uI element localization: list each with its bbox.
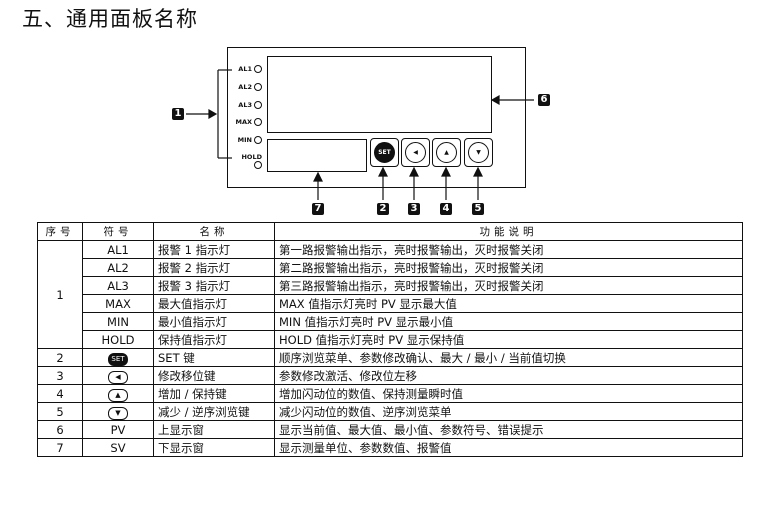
set-key-icon: SET — [374, 142, 395, 163]
row-name: 修改移位键 — [153, 366, 275, 385]
row-name: 下显示窗 — [153, 438, 275, 457]
row-no: 5 — [37, 402, 83, 421]
instrument-panel — [227, 47, 526, 188]
row-desc: 显示测量单位、参数数值、报警值 — [274, 438, 743, 457]
table-row: AL3 报警 3 指示灯 第三路报警输出指示，亮时报警输出，灭时报警关闭 — [38, 276, 743, 295]
up-arrow-icon: ▲ — [436, 142, 457, 163]
row-symbol: ▲ — [82, 384, 154, 403]
row-symbol: AL3 — [82, 276, 154, 295]
left-arrow-icon: ◀ — [405, 142, 426, 163]
table-row: 5 ▼ 减少 / 逆序浏览键 减少闪动位的数值、逆序浏览菜单 — [37, 402, 743, 421]
led-al2: AL2 — [232, 83, 262, 91]
row-name: SET 键 — [153, 348, 275, 367]
row-name: 保持值指示灯 — [153, 330, 275, 349]
row-no: 2 — [37, 348, 83, 367]
row-desc: 第二路报警输出指示，亮时报警输出，灭时报警关闭 — [274, 258, 743, 277]
row-symbol: HOLD — [82, 330, 154, 349]
row-no: 1 — [37, 240, 83, 349]
up-key[interactable]: ▲ — [432, 138, 461, 167]
led-dot-icon — [254, 161, 262, 169]
led-dot-icon — [254, 65, 262, 73]
panel-diagram: AL1 AL2 AL3 MAX MIN HOLD SET ◀ ▲ ▼ 1 6 7… — [0, 0, 766, 225]
row-desc: 显示当前值、最大值、最小值、参数符号、错误提示 — [274, 420, 743, 439]
down-arrow-icon: ▼ — [468, 142, 489, 163]
row-no: 7 — [37, 438, 83, 457]
shift-key[interactable]: ◀ — [401, 138, 430, 167]
table-row: HOLD 保持值指示灯 HOLD 值指示灯亮时 PV 显示保持值 — [38, 330, 743, 349]
header-symbol: 符号 — [82, 222, 154, 241]
callout-3: 3 — [408, 203, 420, 215]
table-row: MAX 最大值指示灯 MAX 值指示灯亮时 PV 显示最大值 — [38, 294, 743, 313]
row-symbol: PV — [82, 420, 154, 439]
led-al3: AL3 — [232, 101, 262, 109]
callout-6: 6 — [538, 94, 550, 106]
table-row: MIN 最小值指示灯 MIN 值指示灯亮时 PV 显示最小值 — [38, 312, 743, 331]
left-arrow-icon: ◀ — [108, 370, 128, 384]
panel-function-table: 序号 符号 名称 功能说明 1 AL1 报警 1 指示灯 第一路报警输出指示，亮… — [37, 222, 743, 457]
row-name: 减少 / 逆序浏览键 — [153, 402, 275, 421]
row-symbol: MAX — [82, 294, 154, 313]
row-desc: HOLD 值指示灯亮时 PV 显示保持值 — [274, 330, 743, 349]
row-symbol: SET — [82, 348, 154, 367]
led-dot-icon — [254, 118, 262, 126]
row-desc: 增加闪动位的数值、保持测量瞬时值 — [274, 384, 743, 403]
row-name: 增加 / 保持键 — [153, 384, 275, 403]
header-desc: 功能说明 — [274, 222, 743, 241]
row-desc: MAX 值指示灯亮时 PV 显示最大值 — [274, 294, 743, 313]
row-desc: 顺序浏览菜单、参数修改确认、最大 / 最小 / 当前值切换 — [274, 348, 743, 367]
row-name: 报警 1 指示灯 — [153, 240, 275, 259]
callout-1: 1 — [172, 108, 184, 120]
row-name: 报警 3 指示灯 — [153, 276, 275, 295]
callout-5: 5 — [472, 203, 484, 215]
table-row: 7 SV 下显示窗 显示测量单位、参数数值、报警值 — [37, 438, 743, 457]
row-no: 6 — [37, 420, 83, 439]
table-row: 2 SET SET 键 顺序浏览菜单、参数修改确认、最大 / 最小 / 当前值切… — [37, 348, 743, 367]
row-symbol: SV — [82, 438, 154, 457]
row-desc: 参数修改激活、修改位左移 — [274, 366, 743, 385]
up-arrow-icon: ▲ — [108, 388, 128, 402]
row-symbol: ▼ — [82, 402, 154, 421]
row-desc: 第三路报警输出指示，亮时报警输出，灭时报警关闭 — [274, 276, 743, 295]
section-title: 五、通用面板名称 — [22, 7, 198, 31]
set-key-icon: SET — [108, 352, 128, 366]
led-min: MIN — [232, 136, 262, 144]
row-desc: 减少闪动位的数值、逆序浏览菜单 — [274, 402, 743, 421]
callout-7: 7 — [312, 203, 324, 215]
row-no: 4 — [37, 384, 83, 403]
row-name: 上显示窗 — [153, 420, 275, 439]
row-symbol: ◀ — [82, 366, 154, 385]
row-symbol: AL1 — [82, 240, 154, 259]
row-name: 报警 2 指示灯 — [153, 258, 275, 277]
table-row: AL2 报警 2 指示灯 第二路报警输出指示，亮时报警输出，灭时报警关闭 — [38, 258, 743, 277]
row-desc: 第一路报警输出指示，亮时报警输出，灭时报警关闭 — [274, 240, 743, 259]
led-dot-icon — [254, 136, 262, 144]
table-row: 6 PV 上显示窗 显示当前值、最大值、最小值、参数符号、错误提示 — [37, 420, 743, 439]
led-al1: AL1 — [232, 65, 262, 73]
row-name: 最小值指示灯 — [153, 312, 275, 331]
table-row: 1 AL1 报警 1 指示灯 第一路报警输出指示，亮时报警输出，灭时报警关闭 — [37, 240, 743, 349]
led-dot-icon — [254, 101, 262, 109]
led-max: MAX — [232, 118, 262, 126]
table-header-row: 序号 符号 名称 功能说明 — [37, 222, 743, 241]
row-no: 3 — [37, 366, 83, 385]
header-no: 序号 — [37, 222, 83, 241]
callout-4: 4 — [440, 203, 452, 215]
callout-lines — [186, 69, 534, 200]
header-name: 名称 — [153, 222, 275, 241]
row-desc: MIN 值指示灯亮时 PV 显示最小值 — [274, 312, 743, 331]
row-symbol: AL2 — [82, 258, 154, 277]
led-hold: HOLD — [232, 153, 262, 169]
down-key[interactable]: ▼ — [464, 138, 493, 167]
table-row: 4 ▲ 增加 / 保持键 增加闪动位的数值、保持测量瞬时值 — [37, 384, 743, 403]
row-symbol: MIN — [82, 312, 154, 331]
set-key[interactable]: SET — [370, 138, 399, 167]
led-dot-icon — [254, 83, 262, 91]
table-row: 3 ◀ 修改移位键 参数修改激活、修改位左移 — [37, 366, 743, 385]
sv-display-window — [267, 139, 367, 172]
pv-display-window — [267, 56, 492, 133]
callout-2: 2 — [377, 203, 389, 215]
down-arrow-icon: ▼ — [108, 406, 128, 420]
row-name: 最大值指示灯 — [153, 294, 275, 313]
